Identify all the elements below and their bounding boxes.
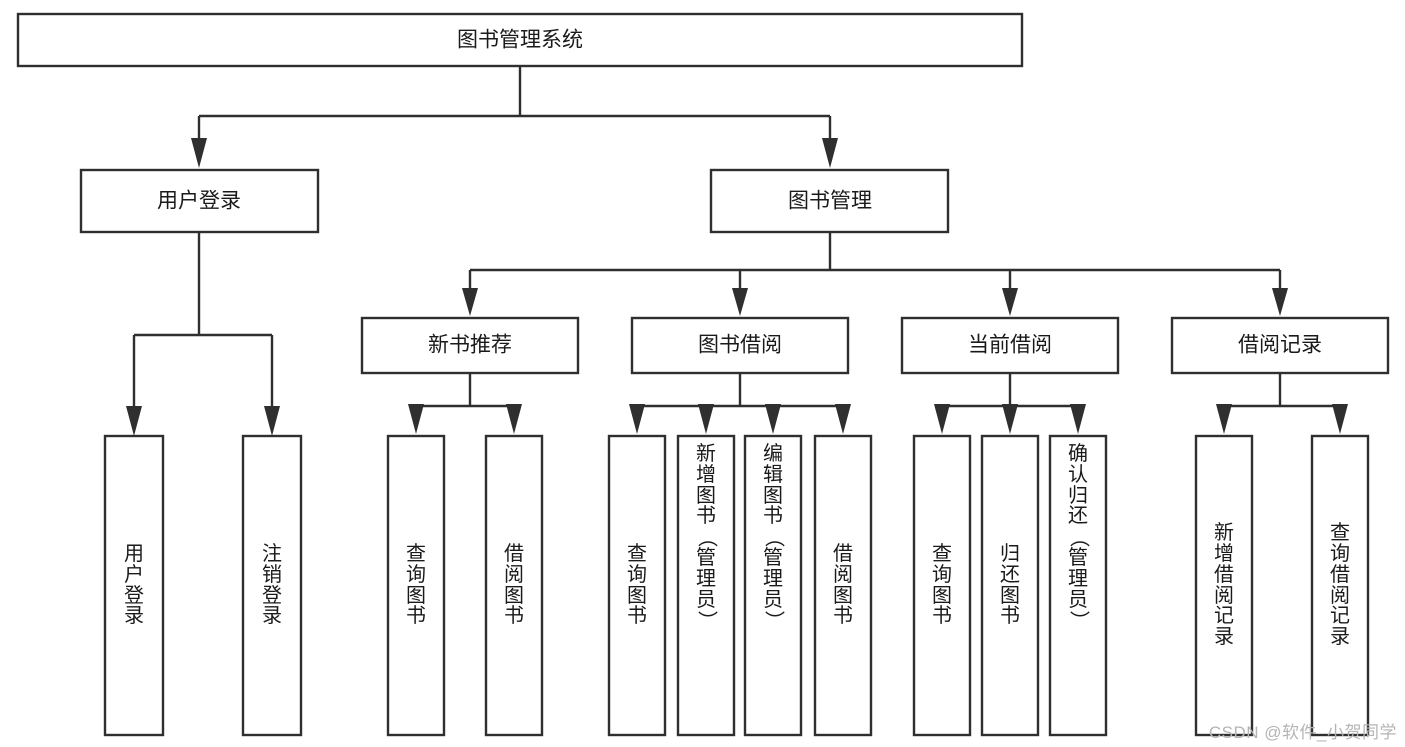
arrow-head-current-borrow [1002,288,1018,316]
arrow-head-leaf-add-book [698,404,714,434]
node-leaf-edit-book[interactable] [743,434,803,737]
node-leaf-add-record[interactable] [1194,434,1254,737]
node-leaf-return-book[interactable] [980,434,1040,737]
connector-group-borrow-record [1216,373,1348,434]
node-leaf-user-login[interactable] [103,434,165,737]
connector-group-current-borrow [934,373,1086,434]
node-leaf-borrow-book-2[interactable] [813,434,873,737]
connector-group-new-book-recommend [408,373,522,434]
arrow-head-leaf-query-book-3 [934,404,950,434]
arrow-head-leaf-return-book [1002,404,1018,434]
node-new-book-recommend-label: 新书推荐 [428,334,512,357]
node-root[interactable] [16,12,1024,68]
node-book-manage[interactable] [709,168,950,234]
node-leaf-query-book-3[interactable] [912,434,972,737]
node-book-borrow-label: 图书借阅 [698,334,782,357]
arrow-head-leaf-borrow-book-2 [835,404,851,434]
node-leaf-borrow-book-1[interactable] [484,434,544,737]
connector-group-root [191,66,838,168]
arrow-head-leaf-edit-book [765,404,781,434]
node-leaf-user-logout[interactable] [241,434,303,737]
node-book-manage-label: 图书管理 [788,190,872,213]
arrow-head-leaf-add-record [1216,404,1232,434]
arrow-head-leaf-confirm-return [1070,404,1086,434]
arrow-head-leaf-query-book-2 [629,404,645,434]
node-root-label: 图书管理系统 [457,29,583,52]
arrow-head-book-manage [822,138,838,168]
node-leaf-confirm-return[interactable] [1048,434,1108,737]
arrow-head-leaf-query-book-1 [408,404,424,434]
node-current-borrow-label: 当前借阅 [968,334,1052,357]
node-borrow-record-label: 借阅记录 [1238,334,1322,357]
node-leaf-query-book-1[interactable] [386,434,446,737]
arrow-head-leaf-query-record [1332,404,1348,434]
node-borrow-record[interactable] [1170,316,1390,375]
node-current-borrow[interactable] [900,316,1120,375]
arrow-head-borrow-record [1272,288,1288,316]
connector-group-book-borrow [629,373,851,434]
node-leaf-query-record[interactable] [1310,434,1370,737]
connector-group-user-login [126,232,280,436]
arrow-head-leaf-borrow-book-1 [506,404,522,434]
watermark-text: CSDN @软件_小贺同学 [1208,723,1397,742]
arrow-head-leaf-user-logout [264,406,280,436]
connector-group-book-manage [462,232,1288,316]
node-book-borrow[interactable] [630,316,850,375]
node-user-login[interactable] [79,168,320,234]
arrow-head-new-book-recommend [462,288,478,316]
node-new-book-recommend[interactable] [360,316,580,375]
arrow-head-user-login [191,138,207,168]
arrow-head-book-borrow [732,288,748,316]
node-user-login-label: 用户登录 [157,190,241,213]
node-leaf-add-book[interactable] [676,434,736,737]
arrow-head-leaf-user-login [126,406,142,436]
node-leaf-query-book-2[interactable] [607,434,667,737]
